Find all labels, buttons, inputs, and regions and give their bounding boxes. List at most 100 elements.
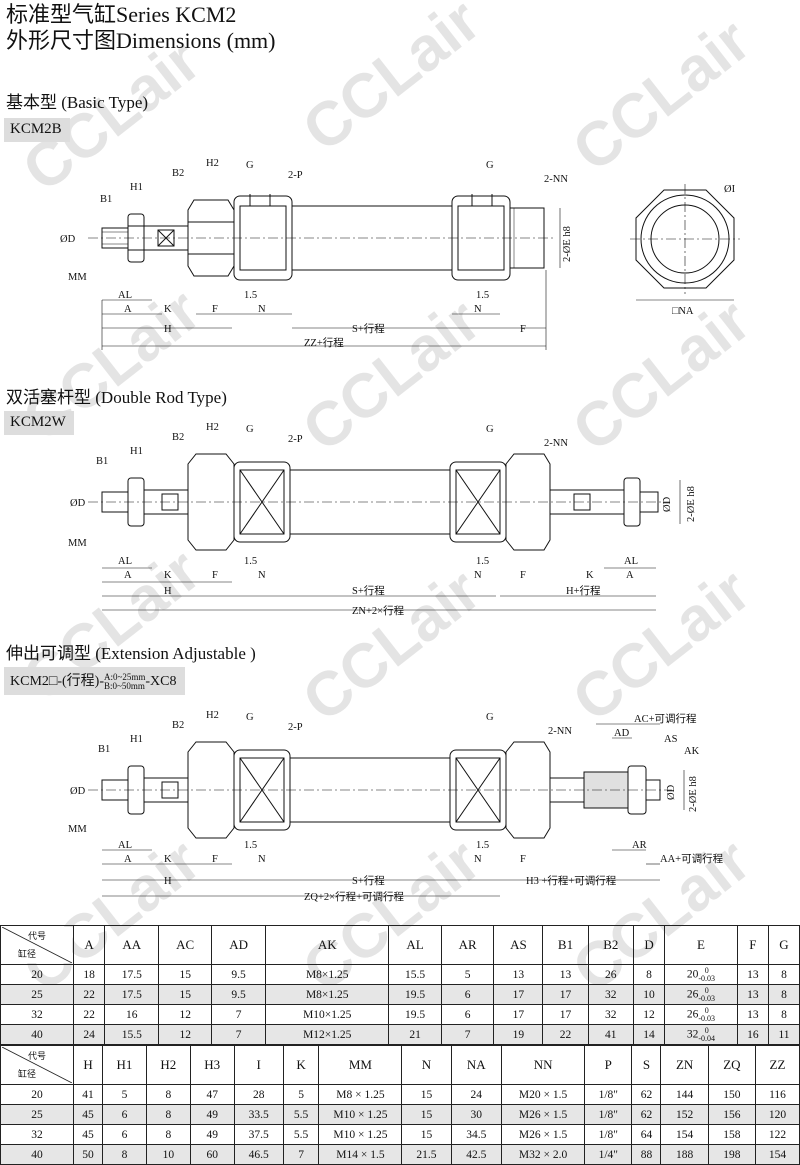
label-zz: ZZ+行程 (304, 336, 344, 349)
label-k: K (164, 304, 172, 315)
table-cell: 88 (631, 1144, 662, 1165)
table-cell: 5 (440, 964, 495, 985)
dimensions-table-2: 代号 缸径 H H1 H2 H3 I K MM N NA NN P S ZN Z… (0, 1045, 800, 1165)
label-b2: B2 (172, 720, 184, 731)
label-n: N (258, 854, 266, 865)
dimensions-table-1: 代号 缸径 A AA AC AD AK AL AR AS B1 B2 D E F… (0, 925, 800, 1045)
label-k: K (164, 854, 172, 865)
label-2nn: 2-NN (548, 726, 572, 737)
label-oe: 2-ØE h8 (562, 226, 573, 262)
label-oi: ØI (724, 184, 736, 195)
table-cell: 8 (767, 964, 800, 985)
table-cell: 17 (542, 984, 589, 1005)
table-cell: 41 (587, 1024, 634, 1045)
table-cell: 13 (542, 964, 589, 985)
label-al: AL (118, 840, 132, 851)
table-cell: 13 (736, 1004, 769, 1025)
table-cell: 7 (210, 1024, 267, 1045)
label-h2: H2 (206, 710, 219, 721)
label-n-rear: N (474, 854, 482, 865)
table-cell: 158 (707, 1124, 756, 1145)
table-cell: 28 (233, 1084, 284, 1105)
label-h: H (164, 324, 172, 335)
table-cell: 8 (145, 1084, 191, 1105)
col-header: H3 (189, 1045, 235, 1085)
table-cell: 1/4" (584, 1144, 633, 1165)
model-suffix: -XC8 (145, 674, 177, 689)
col-header: E (664, 925, 738, 965)
label-a: A (124, 854, 132, 865)
label-na: □NA (672, 306, 694, 317)
e-value: 32 (686, 1028, 699, 1041)
bore-cell: 32 (0, 1124, 74, 1145)
table-cell: M10 × 1.25 (318, 1104, 403, 1125)
table-cell: 19.5 (388, 1004, 442, 1025)
corner-label-bottom: 缸径 (18, 949, 37, 959)
table-cell: 16 (736, 1024, 769, 1045)
label-h2: H2 (206, 422, 219, 433)
table-cell: 156 (707, 1104, 756, 1125)
table-cell: 11 (767, 1024, 800, 1045)
e-tolerance-upper: 0 (704, 985, 709, 995)
label-h2: H2 (206, 158, 219, 169)
table-cell: M14 × 1.5 (318, 1144, 403, 1165)
col-header: AD (210, 925, 267, 965)
table-cell: M20 × 1.5 (501, 1084, 586, 1105)
page-subtitle: 外形尺寸图Dimensions (mm) (6, 28, 276, 53)
col-header: NN (501, 1045, 586, 1085)
corner-label-top: 代号 (28, 1051, 47, 1061)
col-header: AS (493, 925, 544, 965)
table-cell: 8 (102, 1144, 147, 1165)
col-header: ZQ (707, 1045, 756, 1085)
label-a: A (124, 304, 132, 315)
col-header: N (401, 1045, 452, 1085)
label-h: H (164, 586, 172, 597)
table-cell: 122 (754, 1124, 800, 1145)
label-g-rear: G (486, 712, 494, 723)
label-zq: ZQ+2×行程+可调行程 (304, 890, 405, 903)
table-cell: 8 (767, 984, 800, 1005)
table-cell: 5.5 (282, 1124, 320, 1145)
bore-cell: 25 (0, 984, 74, 1005)
table-cell: 33.5 (233, 1104, 284, 1125)
label-mm: MM (68, 824, 87, 835)
model-code-double: KCM2W (4, 411, 74, 435)
label-f-rear: F (520, 570, 526, 581)
table-cell: 18 (72, 964, 106, 985)
table-cell: 26 (587, 964, 634, 985)
table-cell: 7 (210, 1004, 267, 1025)
e-tolerance-lower: -0.03 (698, 973, 716, 983)
section-heading-double: 双活塞杆型 (Double Rod Type) (6, 388, 227, 407)
table-cell: M32 × 2.0 (501, 1144, 586, 1165)
bore-cell: 20 (0, 964, 74, 985)
table-cell: 45 (72, 1124, 104, 1145)
label-2nn: 2-NN (544, 174, 568, 185)
table-corner: 代号 缸径 (0, 1045, 74, 1085)
table-cell: M10×1.25 (265, 1004, 390, 1025)
e-tolerance-upper: 0 (704, 1005, 709, 1015)
table-cell: 15 (158, 964, 212, 985)
label-h1: H1 (130, 734, 143, 745)
label-s: S+行程 (352, 584, 385, 597)
label-n-rear: N (474, 570, 482, 581)
bore-cell: 20 (0, 1084, 74, 1105)
table-cell: 154 (660, 1124, 709, 1145)
table-cell: M12×1.25 (265, 1024, 390, 1045)
table-cell: 8 (632, 964, 666, 985)
label-1-5-rear: 1.5 (476, 556, 489, 567)
col-header: G (767, 925, 800, 965)
page-title: 标准型气缸Series KCM2 (6, 2, 237, 27)
table-cell: 22 (542, 1024, 589, 1045)
col-header: AK (265, 925, 390, 965)
table-cell: M8×1.25 (265, 964, 390, 985)
col-header: A (72, 925, 106, 965)
label-s: S+行程 (352, 322, 385, 335)
table-cell: 5 (282, 1084, 320, 1105)
